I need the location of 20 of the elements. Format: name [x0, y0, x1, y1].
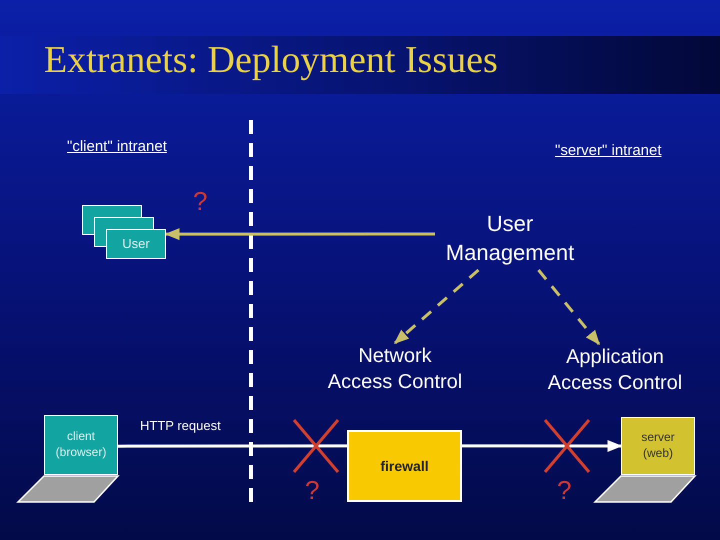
user-card: User: [106, 229, 166, 259]
section-label: "server" intranet: [555, 142, 662, 159]
question-mark: ?: [557, 475, 572, 506]
edge-label: HTTP request: [140, 418, 221, 433]
node-label: Network Access Control: [324, 343, 466, 401]
laptop-drawing: [16, 415, 120, 503]
node-label: User Management: [435, 210, 585, 270]
question-mark: ?: [193, 186, 208, 217]
laptop-screen: client (browser): [44, 415, 118, 475]
arrow: [537, 269, 600, 346]
laptop-drawing: [593, 417, 697, 503]
question-mark: ?: [305, 475, 320, 506]
section-label: "client" intranet: [67, 138, 167, 155]
arrow: [164, 228, 435, 240]
arrow: [462, 440, 622, 452]
laptop-screen: server (web): [621, 417, 695, 475]
arrow: [394, 268, 480, 344]
firewall-box: firewall: [347, 430, 462, 502]
slide-title: Extranets: Deployment Issues: [44, 38, 498, 82]
node-label: Application Access Control: [535, 344, 695, 402]
